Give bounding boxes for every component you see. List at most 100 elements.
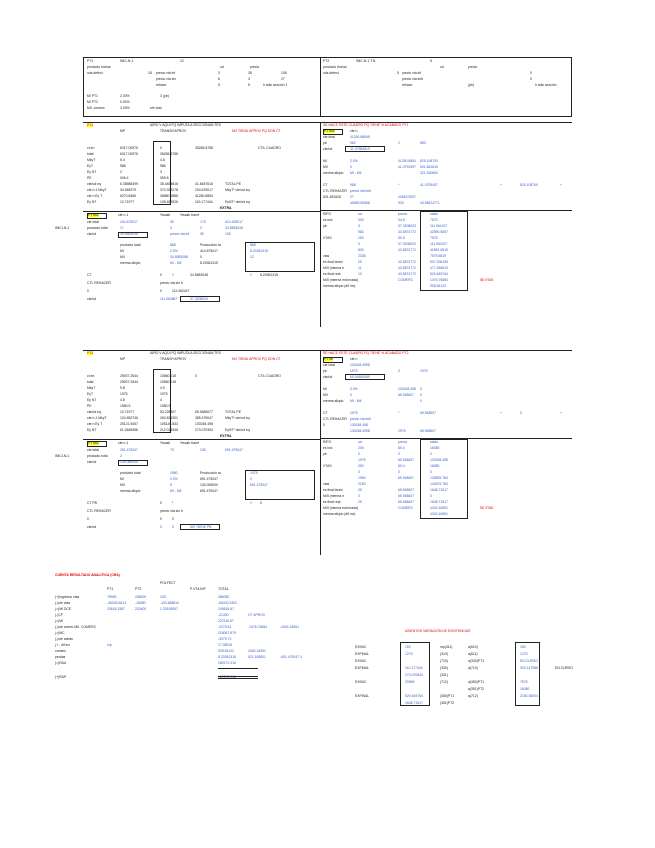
cell-text: INICI-N-1 (55, 454, 70, 458)
production-cell: MII (120, 255, 125, 259)
rifo-cell: 65.948607 (398, 458, 415, 462)
right-cell: 825.108700 (420, 159, 438, 163)
result-cell: cte/ud (87, 232, 97, 236)
cra-cell: (-)cte admin (55, 637, 74, 641)
cell-text: cte n (350, 129, 358, 133)
cost-table-cell: 986 (120, 164, 126, 168)
cell-text: uds defect (87, 71, 103, 75)
rifo-cell: 25 (358, 500, 362, 504)
cra-cell: -1476.75684 (248, 625, 268, 629)
rifo-cell: MIII (merma n (323, 494, 345, 498)
cost-table-cell: 0 (160, 146, 162, 150)
movement-cell: 110.177444 (405, 666, 423, 670)
cost-table-cell: 6.35588499 (120, 182, 138, 186)
rule-line (83, 439, 320, 440)
rifo-cell: 0 (358, 470, 360, 474)
cell-text: h adic sección (535, 83, 557, 87)
result-cell: 691.475047 (225, 448, 243, 452)
result-cell: 235 (200, 448, 206, 452)
rifo-cell: 2150 (358, 482, 366, 486)
cost-table-cell: 12.71977 (120, 200, 135, 204)
ct-cell: cte/ud (87, 525, 97, 529)
right-cell: 41.0793497 (398, 165, 416, 169)
cell-text: (pb) (468, 83, 475, 87)
cra-cell: 1.33108557 (160, 607, 178, 611)
section-title: PT1 (87, 123, 94, 128)
right-cell: 2 (398, 141, 400, 145)
rifo-cell: 43.5874772 (398, 230, 416, 234)
rifo-cell: 34.5 (398, 218, 405, 222)
cost-table-cell: 25121.5457 (120, 422, 138, 426)
rifo-cell: ud (358, 440, 362, 444)
cell-text: PT hk1 (88, 213, 99, 218)
right-cell: pb (323, 141, 327, 145)
right-cell: 501.681816 (420, 165, 438, 169)
cost-table-cell: 260.821301 (160, 416, 178, 420)
rifo-cell: es final teoric (323, 260, 343, 264)
production-cell: 12 (250, 255, 254, 259)
production-box (245, 242, 315, 272)
cost-table-cell: 4.9 (160, 386, 165, 390)
cell-text: PT hk1 (324, 129, 335, 134)
top-header-box (83, 57, 572, 117)
cra-cell: (-)CF (55, 613, 63, 617)
cell-text: producto buena (87, 65, 111, 69)
cost-table-cell: 41.8457616 (195, 182, 213, 186)
right-cell: 1975 (350, 411, 358, 415)
right-cell: 0 (350, 393, 352, 397)
rifo-cell: 1975 (358, 458, 366, 462)
cra-cell: 222116.67 (218, 619, 234, 623)
right-cell: 321.530800 (420, 171, 438, 175)
ct-cell: 0 (87, 517, 89, 521)
cra-cell: (+ - dif inv (55, 643, 70, 647)
right-cell: 0 (323, 423, 325, 427)
right-cell: 0 (420, 387, 422, 391)
cost-table-cell: 12.71977 (120, 410, 135, 414)
cell-text: 3 (248, 77, 250, 81)
cost-table-cell: cte n-1 MkyT (87, 416, 107, 420)
movement-cell: 7575 (520, 680, 528, 684)
rifo-cell: 130248.498 (430, 458, 448, 462)
ct-cell: CT PB (87, 501, 97, 505)
ct-cell: CT (87, 273, 92, 277)
pt-right-box (323, 129, 343, 135)
result-cell: 414.425017 (225, 220, 243, 224)
right-cell: cte total (323, 363, 335, 367)
production-cell: 2.0% (170, 249, 178, 253)
rifo-cell: 0 (398, 470, 400, 474)
cost-table-cell: 25007.2544 (120, 380, 138, 384)
production-box (245, 470, 315, 500)
cte-ud-box (118, 232, 148, 238)
cell-text: 3 (pb) (160, 94, 169, 98)
movement-cell: EXFINAL (355, 652, 370, 656)
right-cell: 43.56874771 (420, 201, 440, 205)
rifo-cell: 37.3208003 (398, 242, 416, 246)
ct-cell: + (250, 273, 252, 277)
cell-text: rehace (402, 83, 413, 87)
result-cell: producto total (87, 226, 108, 230)
cell-text: 27 (281, 77, 285, 81)
cra-header: P VTA INF (190, 587, 206, 591)
rifo-cell: 1648.71517 (430, 488, 448, 492)
rule-line (218, 678, 258, 679)
movement-cell: 16080 (520, 687, 530, 691)
movement-cell: EXINIC (355, 659, 367, 663)
cell-text: precio vta inf (402, 71, 422, 75)
rifo-cell: 2338 (358, 254, 366, 258)
rifo-cell: 830 (358, 248, 364, 252)
result-cell: 34.5583048 (225, 226, 243, 230)
cell-text: 105 (281, 71, 287, 75)
cell-text: 0 (530, 77, 532, 81)
cell-text: AIRO V AQUI FQ IMPUTA A SECCIONAN TES (150, 351, 221, 355)
rifo-cell: 65.948607 (398, 476, 415, 480)
cell-text: cte n (350, 357, 358, 361)
rifo-cell: 43.5874772 (398, 266, 416, 270)
cost-table-cell: cte n Ey T (87, 194, 103, 198)
cell-text: 5 (248, 83, 250, 87)
rifo-cell: 200 (358, 446, 364, 450)
right-cell: 41250.8854 (398, 159, 416, 163)
movement-cell: (710) (440, 659, 448, 663)
right-cell: + (560, 411, 562, 415)
right-cell: 1975 (350, 369, 358, 373)
result-cell: 130.080000 (120, 460, 138, 464)
